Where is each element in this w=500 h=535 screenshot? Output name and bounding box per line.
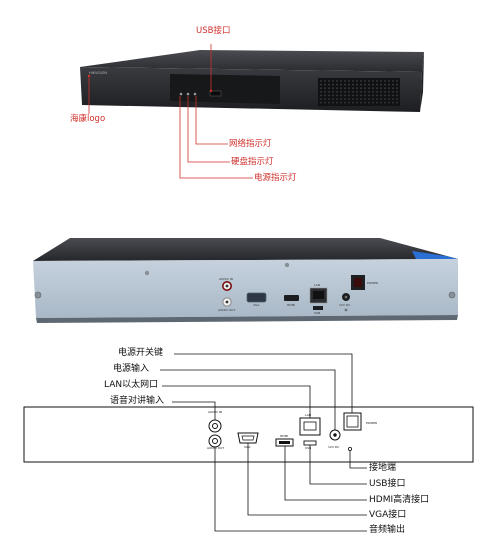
rear-print-usb: USB bbox=[314, 311, 321, 315]
callout-ground: 接地端 bbox=[369, 463, 397, 473]
rear-print-hdmi: HDMI bbox=[287, 303, 296, 307]
rear-print-audio-in: AUDIO IN bbox=[219, 277, 233, 281]
front-right-side bbox=[420, 52, 424, 112]
network-led bbox=[179, 92, 183, 96]
callout-brand-logo: 海康logo bbox=[70, 114, 106, 124]
diagram-ground bbox=[347, 447, 352, 452]
callout-usb: USB接口 bbox=[369, 479, 406, 489]
rear-usb-port bbox=[313, 306, 323, 310]
diagram-usb-port bbox=[303, 440, 317, 446]
rear-line-diagram bbox=[23, 353, 474, 532]
callout-audio-out: 音频输出 bbox=[369, 525, 406, 535]
rear-accent-stripe bbox=[412, 251, 458, 259]
front-top-surface bbox=[80, 50, 424, 72]
power-led bbox=[193, 92, 197, 96]
front-usb-slot bbox=[209, 90, 222, 97]
callout-power-led: 电源指示灯 bbox=[254, 173, 297, 183]
diagram-print-vga: VGA bbox=[244, 445, 251, 449]
callout-audio-in: 语音对讲输入 bbox=[110, 396, 165, 406]
callout-lan: LAN以太网口 bbox=[104, 380, 159, 390]
callout-network-led: 网络指示灯 bbox=[229, 139, 272, 149]
callout-disk-led: 硬盘指示灯 bbox=[231, 157, 274, 167]
diagram-print-dc: 12V DC bbox=[328, 445, 340, 449]
rear-print-vga: VGA bbox=[253, 303, 260, 307]
callout-vga: VGA接口 bbox=[369, 510, 407, 520]
callout-power-switch: 电源开关键 bbox=[118, 348, 164, 358]
rear-print-lan: LAN bbox=[314, 283, 321, 287]
rear-print-audio-out: AUDIO OUT bbox=[218, 308, 236, 312]
front-recess bbox=[170, 74, 280, 104]
diagram-print-usb: USB bbox=[305, 446, 312, 450]
rear-panel bbox=[33, 259, 458, 318]
rear-top-surface bbox=[33, 238, 458, 261]
rear-print-power: POWER bbox=[367, 281, 379, 285]
diagram-print-hdmi: HDMI bbox=[280, 434, 289, 438]
callout-usb-port: USB接口 bbox=[196, 26, 231, 36]
diagram-print-power: POWER bbox=[366, 421, 378, 425]
callout-power-input: 电源输入 bbox=[113, 364, 150, 374]
diagram-print-audio-in: AUDIO IN bbox=[208, 410, 222, 414]
diagram-print-lan: LAN bbox=[305, 413, 312, 417]
rear-hdmi-port bbox=[284, 295, 299, 301]
front-logo-print: HIKVISION bbox=[89, 71, 108, 75]
diagram-print-audio-out: AUDIO OUT bbox=[207, 446, 225, 450]
callout-hdmi: HDMI高清接口 bbox=[369, 495, 430, 505]
vent-grill bbox=[318, 78, 400, 106]
rear-print-dc: 12V DC bbox=[339, 303, 351, 307]
front-view-photo bbox=[80, 44, 424, 179]
rear-vga-port bbox=[246, 292, 267, 303]
rear-view-photo bbox=[33, 238, 458, 323]
diagram-vga-port bbox=[237, 432, 259, 444]
disk-led bbox=[186, 92, 190, 96]
